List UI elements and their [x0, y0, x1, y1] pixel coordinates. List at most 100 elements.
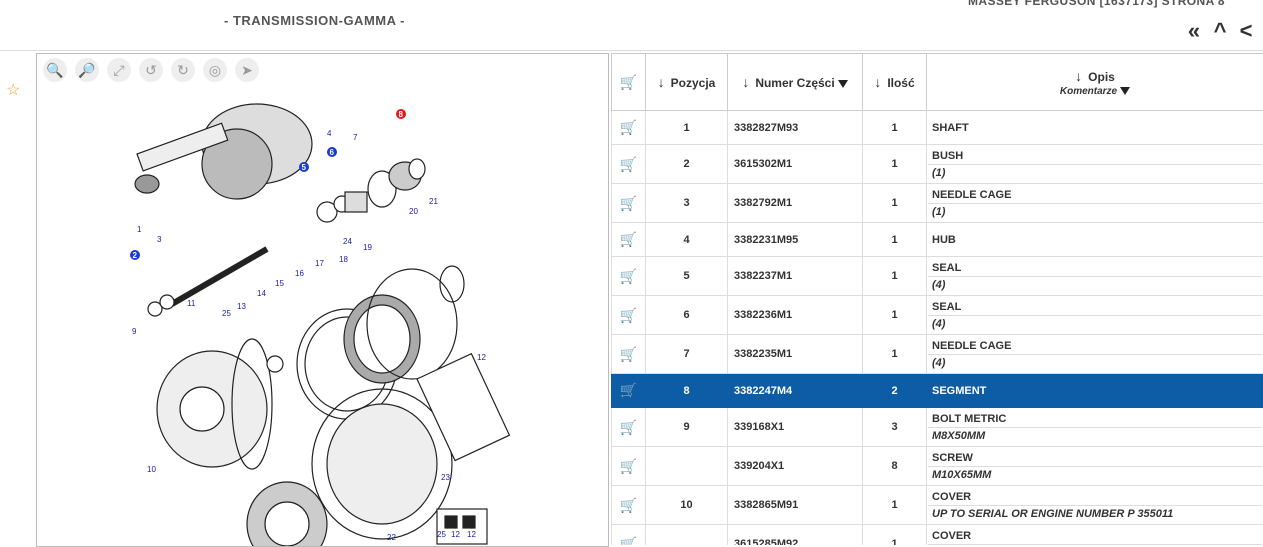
cart-icon: 🛒	[620, 74, 637, 90]
quantity-cell: 1	[863, 223, 927, 257]
quantity-cell: 1	[863, 257, 927, 296]
add-to-cart-icon[interactable]: 🛒	[620, 119, 637, 135]
svg-text:15: 15	[275, 279, 284, 288]
position-cell: 10	[646, 486, 728, 525]
quantity-cell: 1	[863, 525, 927, 546]
rotate-right-icon[interactable]: ↻	[171, 58, 195, 82]
machine-label: MASSEY FERGUSON [1637173] STRONA 8	[968, 0, 1225, 8]
table-row[interactable]: 🛒3615285M921COVERFROM SERIAL OR ENGINE N…	[612, 525, 1263, 546]
svg-text:13: 13	[237, 302, 246, 311]
add-to-cart-icon[interactable]: 🛒	[620, 268, 637, 284]
part-number-cell: 339168X1	[728, 408, 863, 447]
position-cell: 3	[646, 184, 728, 223]
add-to-cart-icon[interactable]: 🛒	[620, 458, 637, 474]
zoom-in-icon[interactable]: 🔍	[43, 58, 67, 82]
description-text: HUB	[928, 232, 1262, 248]
quantity-column-header[interactable]: ↓Ilość	[863, 54, 927, 111]
add-to-cart-icon[interactable]: 🛒	[620, 307, 637, 323]
rotate-left-icon[interactable]: ↺	[139, 58, 163, 82]
description-text: BUSH	[928, 148, 1262, 164]
description-cell: BUSH(1)	[927, 145, 1263, 184]
svg-text:22: 22	[387, 533, 396, 542]
description-text: SCREW	[928, 450, 1262, 466]
svg-text:16: 16	[295, 269, 304, 278]
sort-arrow-icon: ↓	[742, 74, 749, 90]
svg-text:4: 4	[327, 129, 332, 138]
favorite-star-icon[interactable]: ☆	[6, 80, 20, 100]
comment-text: (1)	[928, 164, 1262, 181]
part-number-column-header[interactable]: ↓Numer Części	[728, 54, 863, 111]
quantity-cell: 2	[863, 374, 927, 408]
add-to-cart-icon[interactable]: 🛒	[620, 231, 637, 247]
fit-icon[interactable]: ⤢	[107, 58, 131, 82]
quantity-cell: 1	[863, 296, 927, 335]
filter-icon[interactable]	[838, 80, 848, 88]
first-page-button[interactable]: «	[1183, 20, 1205, 42]
svg-text:1: 1	[137, 225, 142, 234]
filter-icon[interactable]	[1120, 87, 1130, 95]
description-cell: SEAL(4)	[927, 296, 1263, 335]
description-cell: NEEDLE CAGE(1)	[927, 184, 1263, 223]
add-to-cart-icon[interactable]: 🛒	[620, 497, 637, 513]
add-to-cart-icon[interactable]: 🛒	[620, 419, 637, 435]
description-text: COVER	[928, 528, 1262, 544]
svg-text:25: 25	[437, 530, 446, 539]
svg-text:3: 3	[157, 235, 162, 244]
quantity-cell: 1	[863, 335, 927, 374]
svg-text:20: 20	[409, 207, 418, 216]
quantity-cell: 8	[863, 447, 927, 486]
svg-text:5: 5	[302, 163, 307, 172]
part-number-cell: 3382236M1	[728, 296, 863, 335]
diagram-viewer[interactable]: 🔍 🔎 ⤢ ↺ ↻ ◎ ➤	[36, 53, 609, 547]
part-number-cell: 3382231M95	[728, 223, 863, 257]
description-text: NEEDLE CAGE	[928, 338, 1262, 354]
add-to-cart-icon[interactable]: 🛒	[620, 346, 637, 362]
svg-text:12: 12	[467, 530, 476, 539]
svg-text:9: 9	[132, 327, 137, 336]
position-cell: 5	[646, 257, 728, 296]
page-nav: « ^ <	[1183, 20, 1257, 42]
part-number-cell: 3382865M91	[728, 486, 863, 525]
description-cell: COVERFROM SERIAL OR ENGINE NUMBER P 3550…	[927, 525, 1263, 546]
zoom-out-icon[interactable]: 🔎	[75, 58, 99, 82]
pointer-icon[interactable]: ➤	[235, 58, 259, 82]
description-text: COVER	[928, 489, 1262, 505]
svg-text:14: 14	[257, 289, 266, 298]
comment-text: M8X50MM	[928, 427, 1262, 444]
add-to-cart-icon[interactable]: 🛒	[620, 536, 637, 546]
position-cell: 9	[646, 408, 728, 447]
svg-text:19: 19	[363, 243, 372, 252]
comment-text: (4)	[928, 276, 1262, 293]
add-to-cart-icon[interactable]: 🛒	[620, 156, 637, 172]
target-icon[interactable]: ◎	[203, 58, 227, 82]
up-button[interactable]: ^	[1209, 20, 1231, 42]
add-to-cart-icon[interactable]: 🛒	[620, 382, 637, 398]
comment-text: (4)	[928, 354, 1262, 371]
position-cell: 1	[646, 111, 728, 145]
add-to-cart-icon[interactable]: 🛒	[620, 195, 637, 211]
description-text: NEEDLE CAGE	[928, 187, 1262, 203]
top-bar: - TRANSMISSION-GAMMA - MASSEY FERGUSON […	[0, 0, 1263, 51]
description-text: SHAFT	[928, 120, 1262, 136]
svg-text:12: 12	[451, 530, 460, 539]
prev-page-button[interactable]: <	[1235, 20, 1257, 42]
svg-text:8: 8	[399, 110, 404, 119]
svg-text:21: 21	[429, 197, 438, 206]
part-number-cell: 3382235M1	[728, 335, 863, 374]
position-column-header[interactable]: ↓Pozycja	[646, 54, 728, 111]
